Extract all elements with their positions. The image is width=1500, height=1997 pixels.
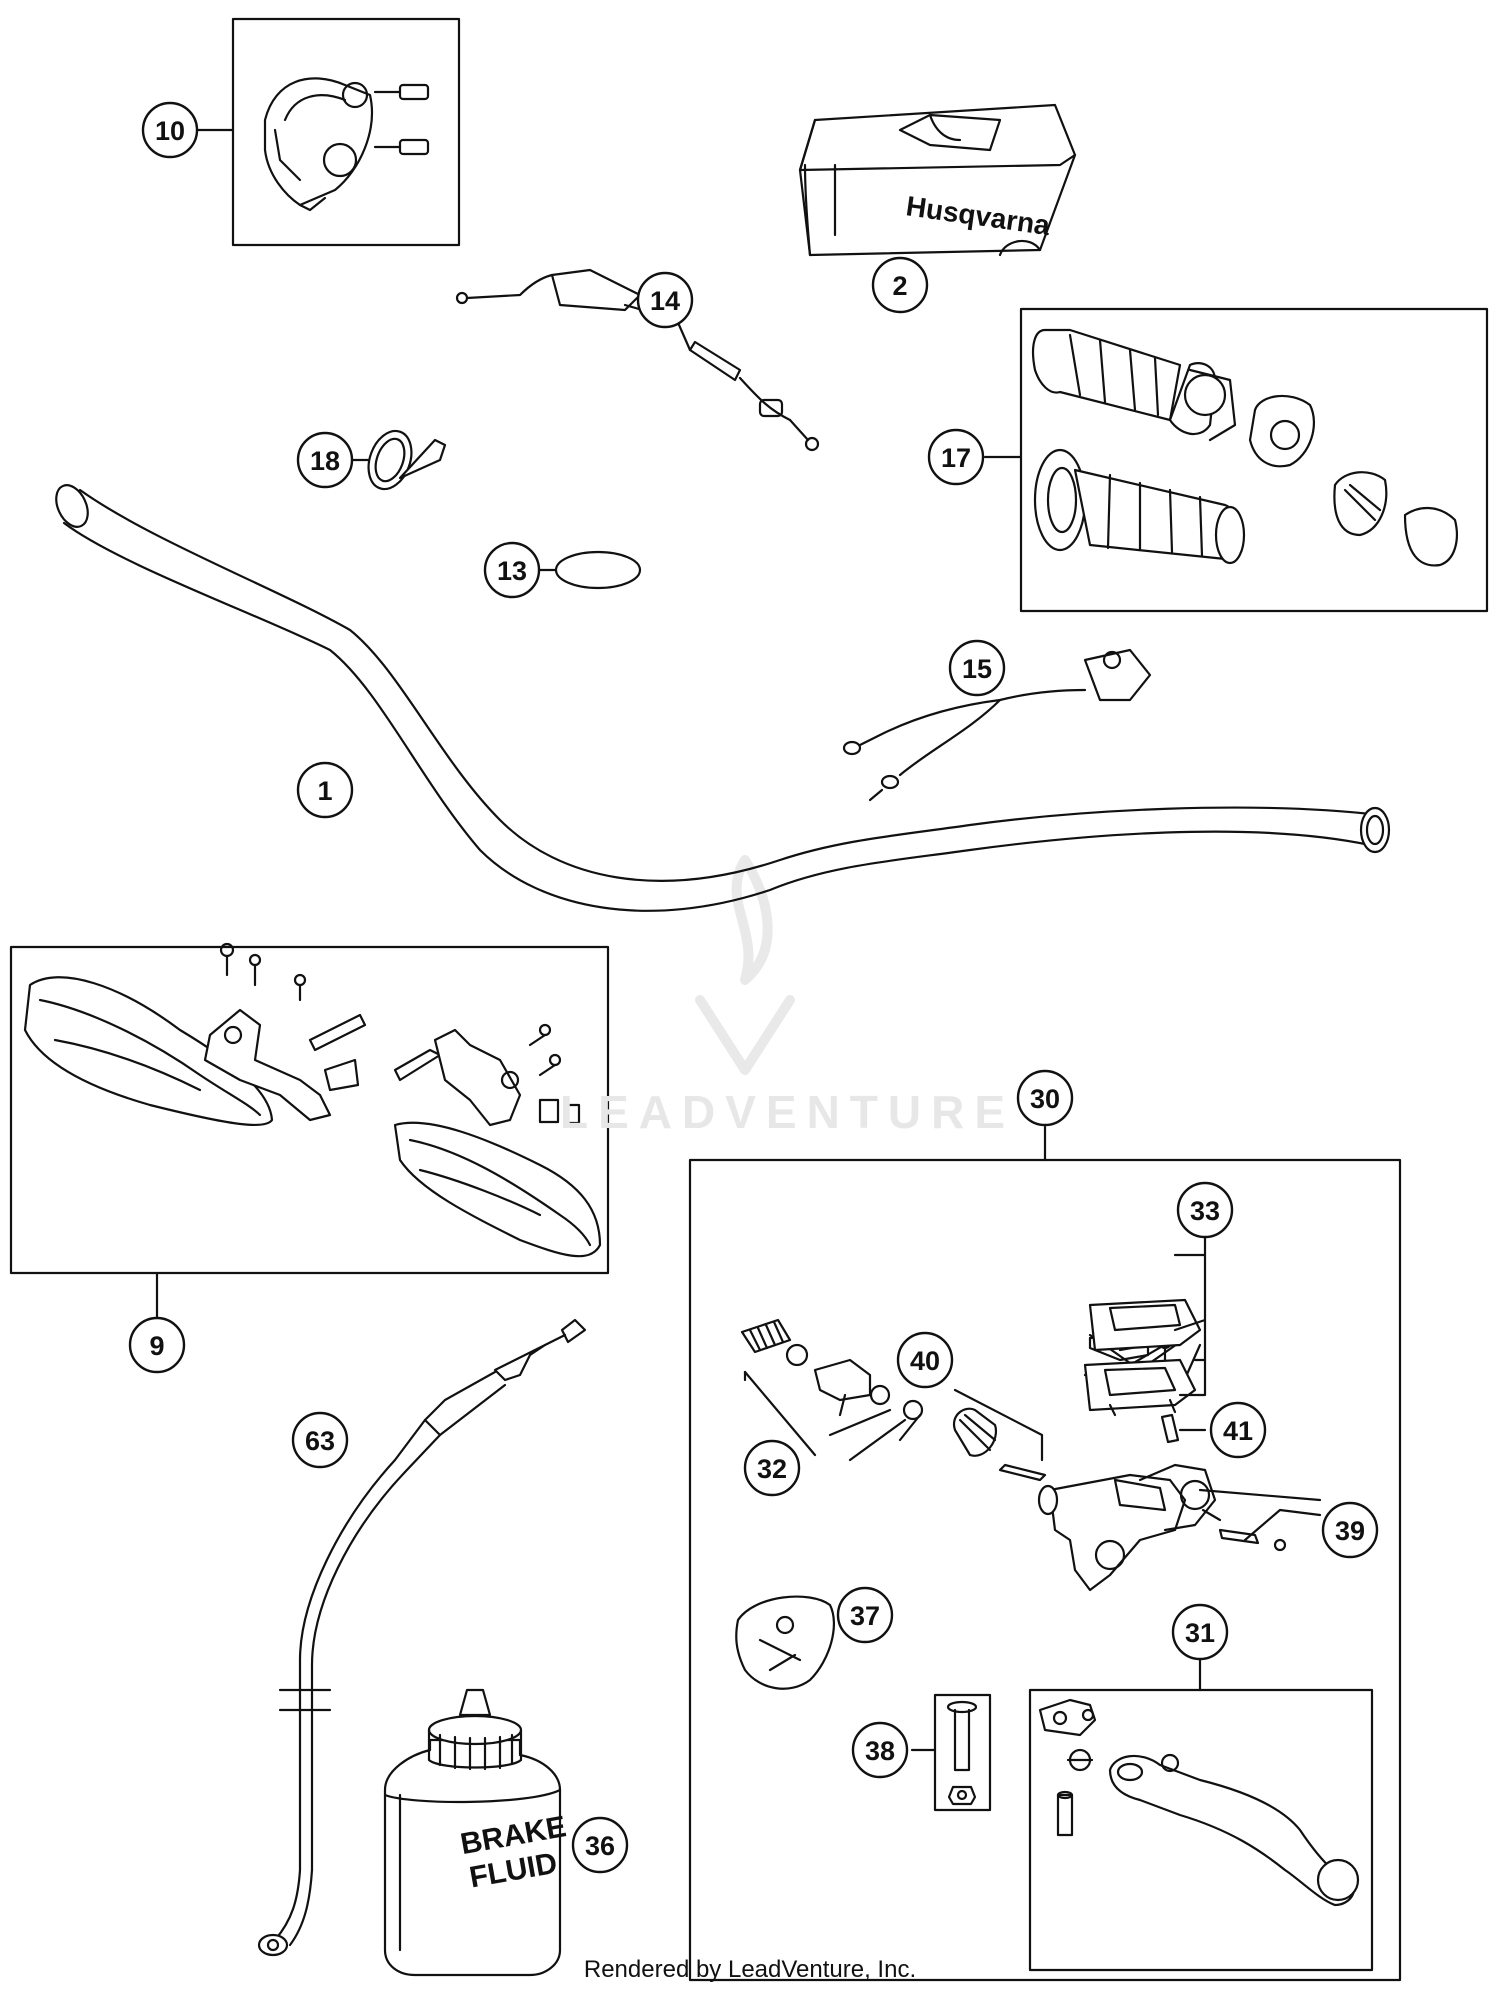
callout-label-13: 13 (497, 556, 527, 586)
grip-left-icon (1033, 448, 1246, 565)
pivot-bolt-icon (946, 1700, 978, 1806)
callout-circle-40 (896, 1331, 954, 1389)
callout-circle-32 (743, 1439, 801, 1497)
part-9-box (9, 945, 610, 1275)
callout-label-31: 31 (1185, 1618, 1215, 1648)
callout-label-9: 9 (149, 1331, 164, 1361)
bar-pad-icon (798, 103, 1077, 257)
callout-label-2: 2 (892, 271, 907, 301)
callout-circle-36 (571, 1816, 629, 1874)
callout-circle-2 (871, 256, 929, 314)
callout-circle-41 (1209, 1401, 1267, 1459)
handguard-mount-right-icon (393, 1023, 581, 1127)
callout-label-40: 40 (910, 1346, 940, 1376)
callout-circle-1 (296, 761, 354, 819)
callout-circle-13 (483, 541, 541, 599)
callout-circle-10 (141, 101, 199, 159)
callout-circle-31 (1171, 1603, 1229, 1661)
callout-label-37: 37 (850, 1601, 880, 1631)
callout-label-15: 15 (962, 654, 992, 684)
callout-label-32: 32 (757, 1454, 787, 1484)
cable-tie-icon (367, 429, 447, 491)
handguard-mount-left-icon (203, 942, 367, 1122)
part-38-box (933, 1693, 992, 1812)
callout-label-39: 39 (1335, 1516, 1365, 1546)
callout-circle-9 (128, 1316, 186, 1374)
throttle-cam-icon (1248, 394, 1458, 567)
callout-label-36: 36 (585, 1831, 615, 1861)
footer-credit: Rendered by LeadVenture, Inc. (583, 1956, 917, 1983)
throttle-housing-icon (263, 77, 373, 212)
callout-circle-18 (296, 431, 354, 489)
callout-label-38: 38 (865, 1736, 895, 1766)
callout-circle-30 (1016, 1069, 1074, 1127)
handlebar-icon (55, 484, 1391, 912)
pivot-pin-icon (1218, 1528, 1287, 1552)
handguard-right-icon (393, 1121, 602, 1258)
callout-circle-33 (1176, 1181, 1234, 1239)
callout-circle-39 (1321, 1501, 1379, 1559)
oval-sticker-icon (554, 550, 642, 590)
reservoir-cover-icon (1083, 1298, 1202, 1417)
callout-circle-15 (948, 639, 1006, 697)
watermark-text: LEADVENTURE (560, 1086, 1016, 1138)
callout-label-18: 18 (310, 446, 340, 476)
bolt-icon (373, 83, 430, 156)
dust-boot-icon (952, 1407, 1047, 1482)
callout-circle-37 (836, 1586, 894, 1644)
lever-boot-icon (735, 1595, 835, 1690)
part-10-box (231, 17, 461, 247)
callout-circle-38 (851, 1721, 909, 1779)
callout-circle-63 (291, 1411, 349, 1469)
grip-right-icon (1031, 328, 1237, 442)
callout-label-41: 41 (1223, 1416, 1253, 1446)
callout-circle-17 (927, 428, 985, 486)
callouts: 1 2 9 10 13 14 15 17 18 30 31 32 33 36 37 38 39 40 41 63 (128, 101, 1379, 1874)
callout-circle-14 (636, 271, 694, 329)
piston-assembly-icon (740, 1318, 924, 1421)
callout-label-14: 14 (650, 286, 680, 316)
callout-label-30: 30 (1030, 1084, 1060, 1114)
brake-line-icon (257, 1318, 587, 1957)
kill-switch-icon (842, 648, 1152, 802)
part-17-box (1019, 307, 1489, 613)
brake-fluid-can-icon (383, 1688, 562, 1977)
callout-label-17: 17 (941, 443, 971, 473)
handguard-left-icon (23, 976, 274, 1127)
callout-label-63: 63 (305, 1426, 335, 1456)
brake-lever-icon (1038, 1698, 1360, 1907)
master-cylinder-icon (1037, 1413, 1222, 1592)
watermark-logo (695, 855, 795, 1075)
callout-label-1: 1 (317, 776, 332, 806)
callout-label-10: 10 (155, 116, 185, 146)
callout-label-33: 33 (1190, 1196, 1220, 1226)
